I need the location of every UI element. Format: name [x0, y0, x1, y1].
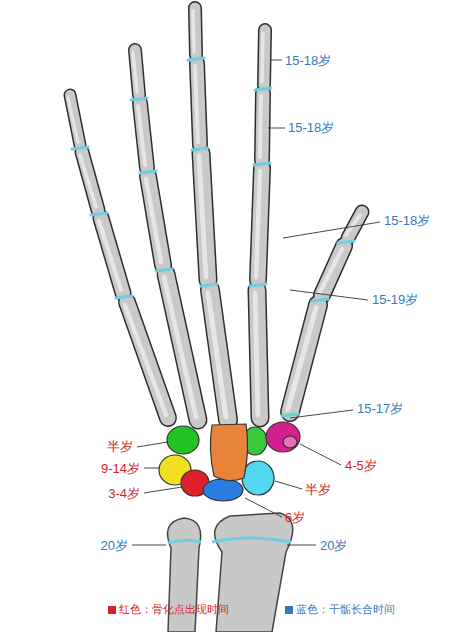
carpal-bones: [159, 422, 300, 501]
bone-shape: [270, 60, 282, 61]
bone-shape: [210, 424, 247, 481]
bone-shape: [312, 299, 328, 301]
bone-shape: [156, 269, 172, 271]
bone-shape: [146, 179, 161, 262]
legend-item: 蓝色：干骺长合时间: [285, 603, 395, 616]
age-label: 6岁: [285, 510, 305, 525]
bone-shape: [242, 461, 274, 495]
bone-shape: [195, 66, 198, 142]
bone-shape: [132, 545, 166, 546]
bone-shape: [290, 290, 368, 300]
bone-shape: [208, 293, 226, 417]
bone-shape: [168, 540, 201, 543]
age-label: 15-18岁: [285, 53, 331, 68]
bone-shape: [245, 498, 282, 517]
bone-shape: [80, 155, 96, 207]
bone-shape: [266, 422, 300, 452]
age-label: 20岁: [320, 538, 347, 553]
bone-shape: [188, 58, 204, 60]
bone-shape: [144, 487, 182, 493]
bone-shape: [131, 98, 147, 100]
bone-shape: [125, 305, 166, 415]
age-label: 9-14岁: [101, 461, 140, 476]
age-label: 20岁: [101, 538, 128, 553]
bone-shape: [320, 249, 342, 292]
bone-shape: [91, 213, 107, 215]
legend-item: 红色：骨化点出现时间: [108, 603, 229, 616]
age-label: 15-17岁: [357, 401, 403, 416]
bone-shape: [283, 436, 297, 448]
age-label: 半岁: [305, 482, 331, 497]
bone-shape: [282, 414, 298, 416]
bone-shape: [212, 538, 291, 542]
bone-shape: [99, 221, 121, 290]
bone-shape: [133, 53, 137, 92]
bone-shape: [268, 128, 285, 129]
bone-shape: [255, 293, 258, 415]
bone-shape: [255, 88, 271, 90]
age-label: 4-5岁: [345, 458, 377, 473]
bone-shape: [262, 33, 263, 82]
bone-shape: [167, 426, 199, 454]
bone-shape: [199, 156, 206, 277]
bone-shape: [116, 296, 132, 298]
bone-shape: [72, 147, 88, 149]
bone-shape: [254, 163, 270, 165]
bone-shape: [140, 171, 156, 173]
legend-text: 红色：骨化点出现时间: [119, 603, 229, 616]
bone-shape: [287, 545, 316, 546]
bone-shape: [164, 277, 196, 417]
bone-shape: [144, 468, 160, 469]
bone-shape: [275, 481, 302, 489]
bone-shape: [288, 308, 316, 409]
bone-shape: [300, 444, 341, 465]
leader-lines: [132, 60, 380, 545]
bone-shape: [346, 215, 360, 235]
age-label: 半岁: [107, 439, 133, 454]
age-label: 15-18岁: [384, 213, 430, 228]
age-label: 15-19岁: [372, 292, 418, 307]
legend-swatch: [108, 606, 116, 614]
bone-shape: [260, 96, 261, 157]
legend-swatch: [285, 606, 293, 614]
bone-shape: [203, 479, 243, 501]
finger-bones: [68, 8, 362, 420]
bone-shape: [138, 106, 145, 165]
bone-shape: [68, 98, 78, 142]
bone-shape: [338, 241, 354, 243]
legend-text: 蓝色：干骺长合时间: [296, 603, 395, 616]
age-label: 15-18岁: [288, 120, 334, 135]
age-label: 3-4岁: [108, 486, 140, 501]
bone-shape: [192, 148, 208, 150]
bone-shape: [137, 442, 168, 447]
bone-shape: [193, 11, 194, 52]
bone-shape: [201, 284, 217, 286]
bone-shape: [250, 284, 266, 286]
bone-shape: [290, 410, 353, 418]
bone-shape: [256, 171, 260, 277]
bone-shape: [283, 222, 380, 238]
